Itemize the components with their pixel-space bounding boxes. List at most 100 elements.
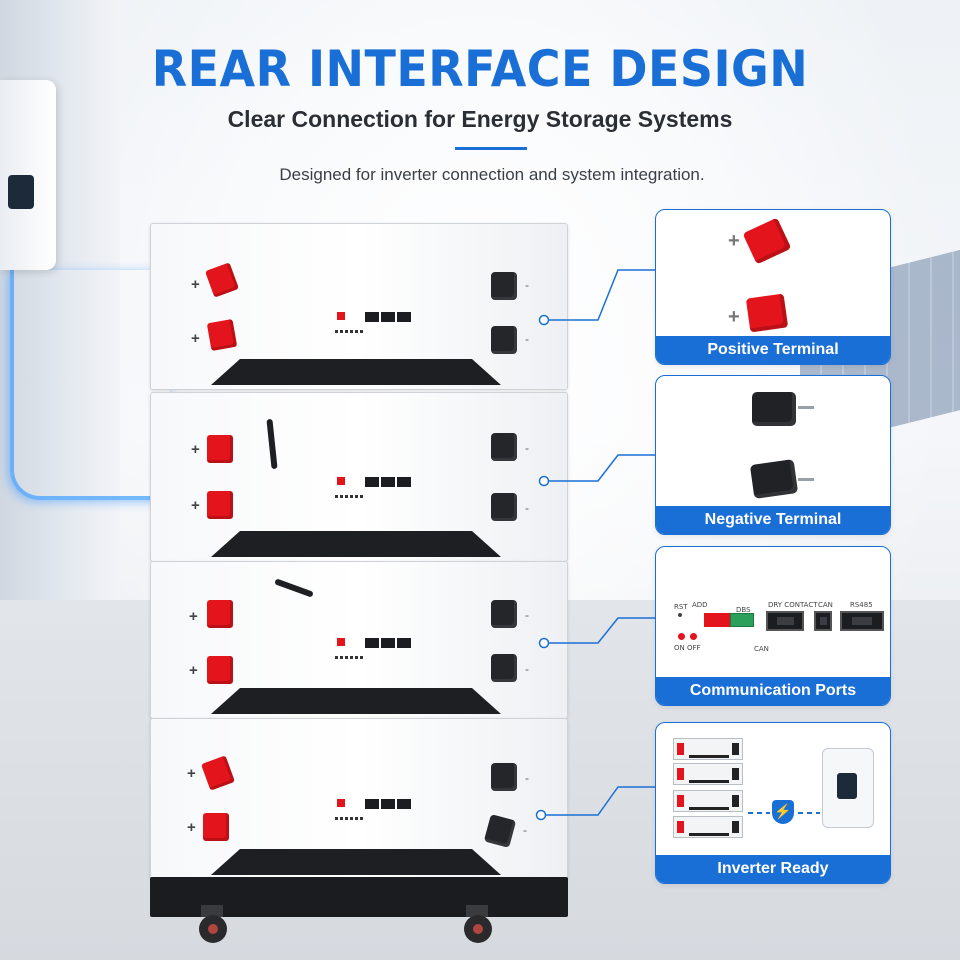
handle — [211, 688, 501, 714]
minus-mark: - — [525, 608, 529, 622]
handle — [211, 849, 501, 875]
connection-dashes — [748, 812, 770, 814]
battery-module-1: + + - - — [150, 223, 568, 390]
minus-mark: - — [525, 662, 529, 676]
positive-terminal — [200, 755, 236, 791]
negative-terminal-closeup — [749, 459, 799, 499]
callout-label: Negative Terminal — [656, 506, 890, 534]
dip-switch — [337, 312, 345, 320]
positive-terminal — [206, 318, 238, 352]
caster-wheel — [460, 905, 494, 945]
callout-positive-terminal: + + Positive Terminal — [655, 209, 891, 365]
port — [365, 799, 379, 809]
led-row — [335, 495, 365, 498]
on-off-label: ON OFF — [674, 644, 701, 652]
terminal-bolt — [798, 406, 814, 409]
callout-label: Inverter Ready — [656, 855, 890, 883]
plus-mark: + — [187, 819, 196, 836]
negative-terminal — [491, 493, 517, 521]
port — [397, 799, 411, 809]
mini-battery-module — [673, 738, 743, 760]
battery-module-4: + + - - — [150, 718, 568, 880]
positive-terminal — [207, 656, 233, 684]
comm-panel — [319, 306, 411, 346]
plus-mark: + — [191, 441, 200, 458]
minus-mark: - — [525, 771, 529, 785]
dip-switch — [337, 799, 345, 807]
positive-terminal — [207, 435, 233, 463]
status-led — [690, 633, 697, 640]
mini-inverter — [822, 748, 874, 828]
dip-label: DBS — [736, 606, 751, 614]
connection-dashes — [798, 812, 820, 814]
plus-mark: + — [189, 662, 198, 679]
plus-mark: + — [189, 608, 198, 625]
positive-terminal-closeup — [745, 293, 789, 333]
shield-bolt-icon: ⚡ — [772, 800, 794, 824]
callout-communication-ports: RST ADD DBS DRY CONTACT CAN RS485 ON OFF… — [655, 546, 891, 706]
rs485-port — [840, 611, 884, 631]
rs485-label: RS485 — [850, 601, 873, 609]
antenna — [266, 418, 278, 470]
positive-terminal — [203, 813, 229, 841]
positive-terminal — [207, 491, 233, 519]
comm-panel — [319, 471, 411, 511]
negative-terminal — [491, 433, 517, 461]
plus-mark: + — [191, 276, 200, 293]
minus-mark: - — [523, 823, 527, 837]
dip-switch-closeup — [704, 613, 734, 627]
rst-label: RST — [674, 603, 688, 611]
plus-mark: + — [187, 765, 196, 782]
port — [365, 477, 379, 487]
port — [365, 312, 379, 322]
handle — [211, 531, 501, 557]
positive-terminal — [207, 600, 233, 628]
terminal-bolt — [798, 478, 814, 481]
positive-terminal — [204, 262, 240, 298]
battery-module-2: + + - - — [150, 392, 568, 562]
negative-terminal — [491, 326, 517, 354]
plus-mark: + — [728, 230, 740, 252]
glowing-cable — [10, 270, 170, 500]
port — [397, 312, 411, 322]
negative-terminal-closeup — [752, 392, 796, 426]
plus-mark: + — [191, 497, 200, 514]
port — [365, 638, 379, 648]
status-led — [678, 613, 682, 617]
minus-mark: - — [525, 278, 529, 292]
mini-battery-module — [673, 763, 743, 785]
plus-mark: + — [191, 330, 200, 347]
callout-label: Communication Ports — [656, 677, 890, 705]
wall-inverter — [0, 80, 56, 270]
dry-contact-label: DRY CONTACT — [768, 601, 818, 609]
antenna — [274, 578, 314, 598]
title-divider — [455, 147, 527, 150]
dip-switch — [337, 638, 345, 646]
minus-mark: - — [525, 332, 529, 346]
dip-switch — [337, 477, 345, 485]
callout-label: Positive Terminal — [656, 336, 890, 364]
status-led — [678, 633, 685, 640]
port — [381, 638, 395, 648]
callout-negative-terminal: Negative Terminal — [655, 375, 891, 535]
port — [397, 477, 411, 487]
port — [397, 638, 411, 648]
add-label: ADD — [692, 601, 708, 609]
port — [381, 312, 395, 322]
negative-terminal — [491, 654, 517, 682]
led-row — [335, 817, 365, 820]
page-description: Designed for inverter connection and sys… — [279, 165, 705, 184]
mini-battery-module — [673, 790, 743, 812]
page-title: REAR INTERFACE DESIGN — [151, 40, 809, 98]
port — [381, 477, 395, 487]
page-subtitle: Clear Connection for Energy Storage Syst… — [227, 106, 733, 132]
caster-wheel — [195, 905, 229, 945]
battery-module-3: + + - - — [150, 561, 568, 719]
terminal-block — [730, 613, 754, 627]
led-row — [335, 330, 365, 333]
positive-terminal-closeup — [742, 217, 792, 265]
inverter-screen — [8, 175, 34, 209]
port — [381, 799, 395, 809]
minus-mark: - — [525, 501, 529, 515]
negative-terminal — [491, 763, 517, 791]
